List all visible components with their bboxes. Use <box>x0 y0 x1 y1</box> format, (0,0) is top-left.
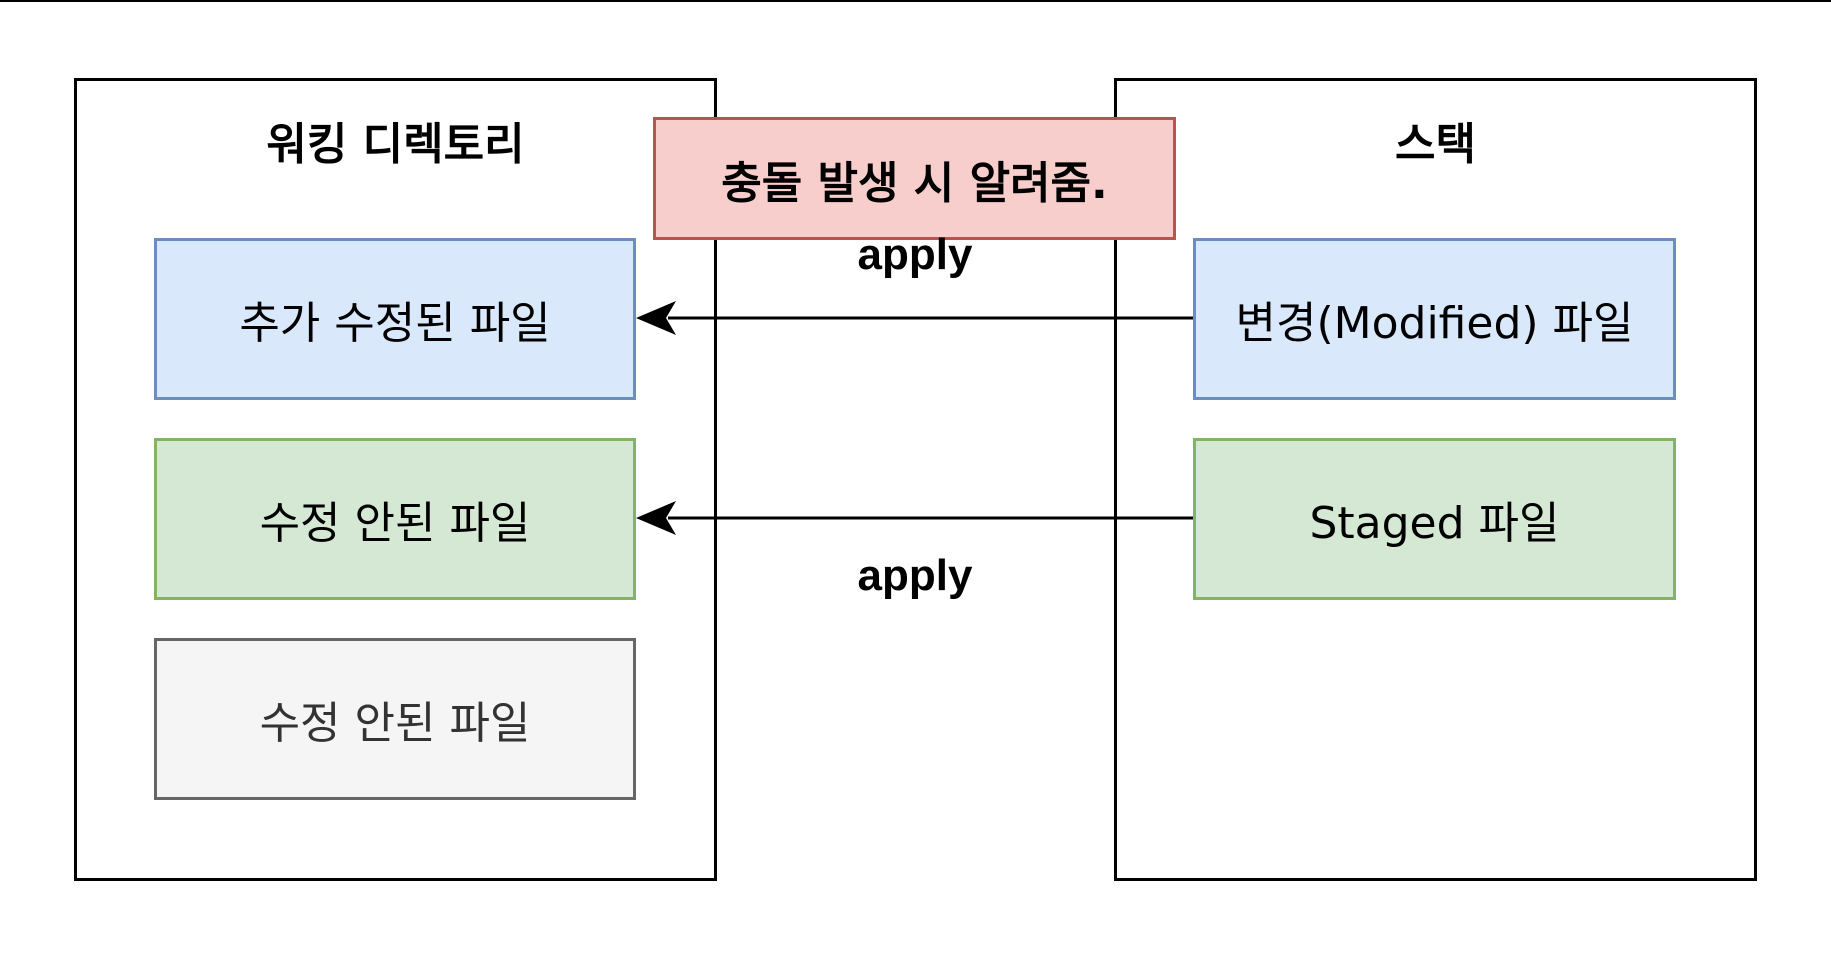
stack-modified-file-label: 변경(Modified) 파일 <box>1235 298 1634 349</box>
stack-staged-file-node: Staged 파일 <box>1193 438 1676 600</box>
arrowhead-1-icon <box>636 301 676 335</box>
stack-modified-file-node: 변경(Modified) 파일 <box>1193 238 1676 400</box>
unmodified-file-label: 수정 안된 파일 <box>259 498 531 549</box>
unmodified-file-node-gray: 수정 안된 파일 <box>154 638 636 800</box>
modified-file-label: 추가 수정된 파일 <box>239 298 551 349</box>
top-border-line <box>0 0 1831 2</box>
stack-title: 스택 <box>1395 119 1476 170</box>
arrowhead-2-icon <box>636 501 676 535</box>
unmodified-file-label-gray: 수정 안된 파일 <box>259 698 531 749</box>
stack-staged-file-label: Staged 파일 <box>1309 498 1560 549</box>
unmodified-file-node: 수정 안된 파일 <box>154 438 636 600</box>
modified-file-node: 추가 수정된 파일 <box>154 238 636 400</box>
working-directory-title: 워킹 디렉토리 <box>266 119 525 170</box>
apply-label-2: apply <box>857 551 973 600</box>
conflict-note-label: 충돌 발생 시 알려줌. <box>721 157 1108 209</box>
apply-label-1: apply <box>857 230 973 279</box>
conflict-note: 충돌 발생 시 알려줌. <box>653 117 1176 240</box>
